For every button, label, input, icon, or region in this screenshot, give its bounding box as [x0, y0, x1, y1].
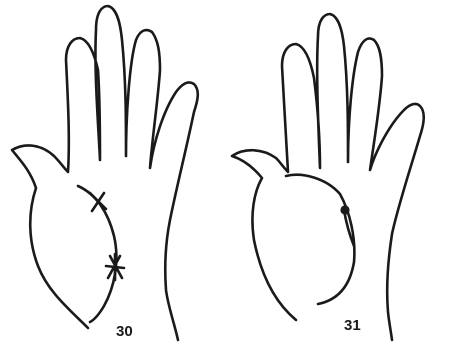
dot-mark [340, 205, 349, 214]
life-line-31 [286, 175, 354, 304]
hand-outline-31 [232, 14, 424, 340]
life-line-30 [78, 186, 116, 322]
hand-figure-30 [12, 6, 198, 340]
figure-label-30: 30 [116, 324, 133, 339]
hand-outline-30 [12, 6, 198, 340]
star-mark [106, 254, 124, 280]
hand-figure-31 [232, 14, 424, 340]
cross-mark [90, 193, 106, 211]
figure-label-31: 31 [344, 318, 361, 333]
